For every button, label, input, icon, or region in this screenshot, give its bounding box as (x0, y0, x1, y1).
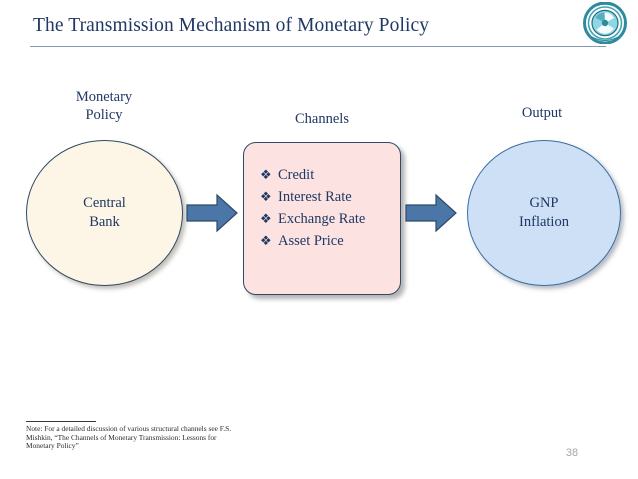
arrow-channels-to-output-icon (405, 192, 457, 234)
list-item[interactable]: ❖ Interest Rate (260, 186, 400, 208)
node-central-bank[interactable]: Central Bank (26, 140, 183, 286)
footnote-line-3: Monetary Policy” (26, 441, 79, 451)
node-label-line-2: Inflation (519, 214, 569, 230)
title-divider (30, 46, 606, 47)
page-title: The Transmission Mechanism of Monetary P… (33, 15, 430, 36)
caption-line-1: Monetary (75, 89, 133, 105)
footnote-line-2: Mishkin, “The Channels of Monetary Trans… (26, 432, 217, 442)
node-label-line-1: GNP (529, 195, 559, 211)
page-number: 38 (565, 447, 579, 459)
stage-caption-monetary-policy: Monetary Policy (56, 88, 152, 124)
footnote-divider (26, 421, 96, 422)
list-item[interactable]: ❖ Asset Price (260, 230, 400, 252)
list-item-label: Interest Rate (278, 189, 352, 205)
list-item-label: Exchange Rate (278, 211, 366, 227)
diamond-bullet-icon: ❖ (260, 167, 272, 182)
channel-list: ❖ Credit ❖ Interest Rate ❖ Exchange Rate ❖ A… (244, 143, 400, 252)
node-output-label: GNP Inflation (519, 194, 569, 232)
footnote-line-1: Note: For a detailed discussion of vario… (26, 424, 232, 433)
footnote: Note: For a detailed discussion of vario… (26, 424, 316, 451)
arrow-policy-to-channels-icon (186, 192, 238, 234)
institution-logo-icon (583, 1, 627, 45)
caption-line-2: Policy (85, 107, 123, 123)
list-item[interactable]: ❖ Credit (260, 164, 400, 186)
diamond-bullet-icon: ❖ (260, 189, 272, 204)
stage-caption-channels: Channels (295, 111, 349, 127)
node-output[interactable]: GNP Inflation (467, 140, 621, 286)
node-channels[interactable]: ❖ Credit ❖ Interest Rate ❖ Exchange Rate ❖ A… (243, 142, 401, 295)
node-label-line-1: Central (83, 195, 126, 211)
list-item-label: Credit (278, 167, 315, 183)
diamond-bullet-icon: ❖ (260, 211, 272, 226)
diamond-bullet-icon: ❖ (260, 233, 272, 248)
list-item[interactable]: ❖ Exchange Rate (260, 208, 400, 230)
node-central-bank-label: Central Bank (83, 194, 126, 232)
stage-caption-output: Output (521, 105, 563, 121)
node-label-line-2: Bank (89, 214, 120, 230)
list-item-label: Asset Price (278, 233, 344, 249)
